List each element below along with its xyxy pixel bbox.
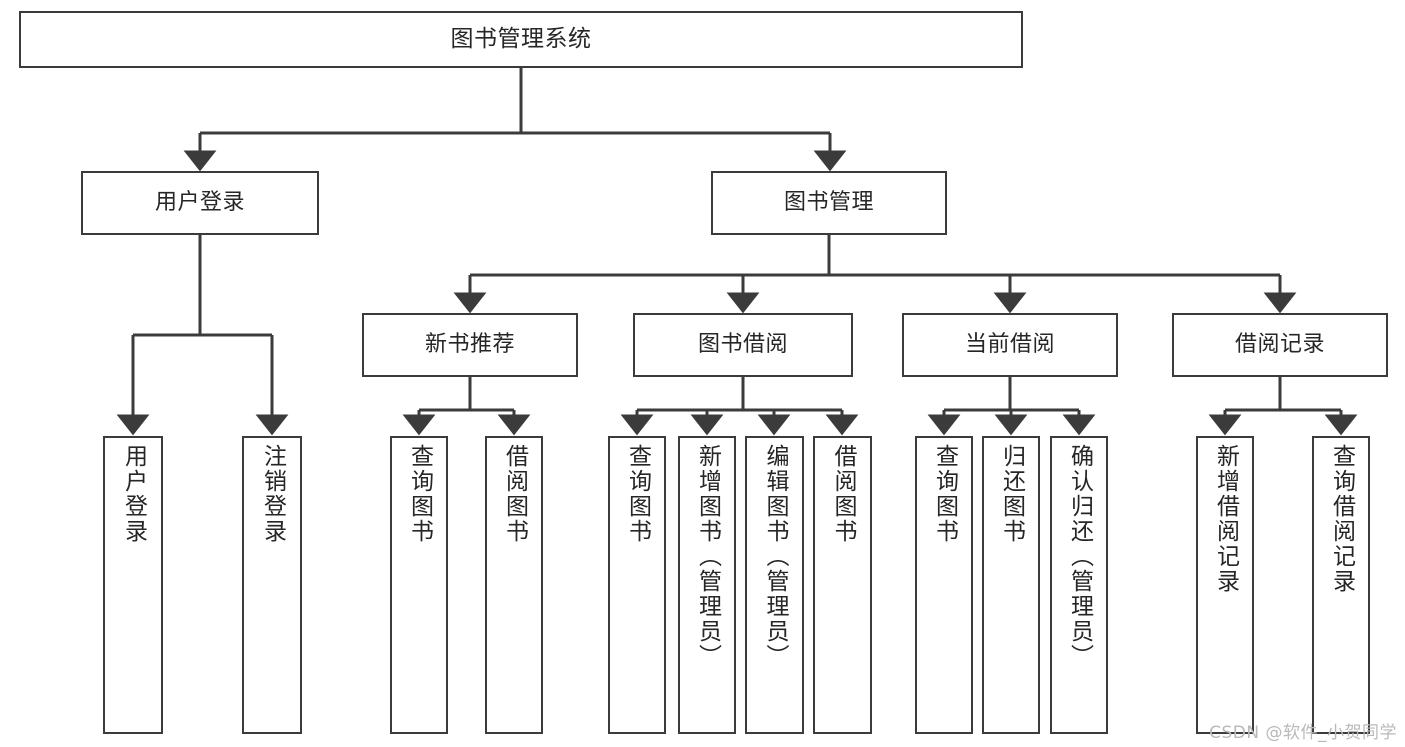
node-leaf-borrow-edit-book-admin[interactable]: 编辑图书（管理员）: [745, 436, 804, 734]
node-label: 查询图书: [406, 444, 433, 544]
node-leaf-current-query-book[interactable]: 查询图书: [915, 436, 973, 734]
node-label: 归还图书: [998, 444, 1025, 544]
node-user-login[interactable]: 用户登录: [81, 171, 319, 235]
node-label: 用户登录: [120, 444, 147, 544]
node-leaf-current-return-book[interactable]: 归还图书: [982, 436, 1040, 734]
node-label: 用户登录: [154, 190, 245, 216]
node-label: 新书推荐: [424, 332, 515, 358]
node-label: 借阅图书: [501, 444, 528, 544]
node-new-book-recommendation[interactable]: 新书推荐: [362, 313, 578, 377]
node-label: 借阅图书: [830, 444, 856, 544]
node-label: 编辑图书（管理员）: [762, 444, 788, 669]
node-label: 当前借阅: [964, 332, 1055, 358]
node-leaf-borrow-add-book-admin[interactable]: 新增图书（管理员）: [678, 436, 736, 734]
node-leaf-recommend-borrow-book[interactable]: 借阅图书: [485, 436, 543, 734]
node-label: 新增图书（管理员）: [694, 444, 721, 669]
node-label: 查询图书: [931, 444, 958, 544]
node-book-management-system[interactable]: 图书管理系统: [19, 11, 1023, 68]
node-leaf-current-confirm-return-admin[interactable]: 确认归还（管理员）: [1050, 436, 1108, 734]
node-label: 查询借阅记录: [1328, 444, 1355, 594]
node-leaf-user-logout[interactable]: 注销登录: [242, 436, 302, 734]
node-current-borrow[interactable]: 当前借阅: [902, 313, 1118, 377]
node-label: 图书管理系统: [450, 25, 592, 52]
node-leaf-borrow-borrow-book[interactable]: 借阅图书: [813, 436, 872, 734]
node-label: 确认归还（管理员）: [1066, 444, 1093, 669]
node-leaf-borrow-query-book[interactable]: 查询图书: [608, 436, 666, 734]
node-label: 查询图书: [624, 444, 651, 544]
node-label: 新增借阅记录: [1212, 444, 1239, 594]
node-leaf-record-add-borrow-record[interactable]: 新增借阅记录: [1196, 436, 1254, 734]
node-label: 图书管理: [783, 190, 874, 216]
node-leaf-record-query-borrow-record[interactable]: 查询借阅记录: [1312, 436, 1370, 734]
node-borrow-record[interactable]: 借阅记录: [1172, 313, 1388, 377]
node-leaf-recommend-query-book[interactable]: 查询图书: [390, 436, 448, 734]
node-book-borrow[interactable]: 图书借阅: [633, 313, 853, 377]
node-label: 注销登录: [259, 444, 286, 544]
node-leaf-user-login[interactable]: 用户登录: [103, 436, 163, 734]
node-label: 图书借阅: [697, 332, 788, 358]
node-book-management[interactable]: 图书管理: [711, 171, 947, 235]
node-label: 借阅记录: [1234, 332, 1325, 358]
csdn-watermark: CSDN @软件_小贺同学: [1209, 723, 1397, 743]
